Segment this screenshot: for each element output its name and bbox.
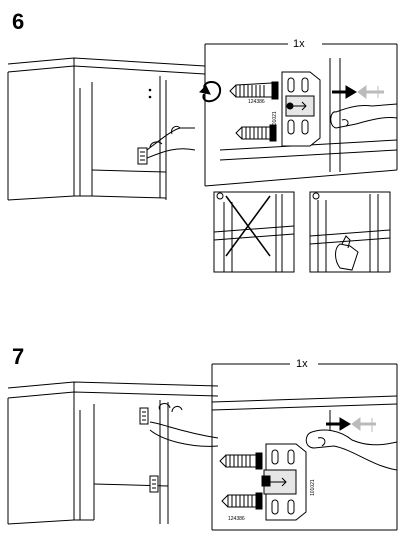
correct-placement-box bbox=[309, 191, 391, 273]
hand-pushing-icon bbox=[305, 429, 398, 471]
screw-icon bbox=[221, 492, 263, 510]
detail-box-step6 bbox=[204, 43, 398, 187]
cabinet-overview-step7 bbox=[7, 381, 219, 525]
cabinet-overview-step6 bbox=[7, 57, 206, 201]
hinge-plate-icon bbox=[281, 71, 321, 147]
screw-icon bbox=[219, 452, 263, 470]
hinge-small-icon bbox=[139, 407, 159, 493]
screw-icon bbox=[235, 124, 277, 142]
step-number: 7 bbox=[12, 344, 25, 369]
hand-pushing-icon bbox=[330, 103, 398, 129]
hinge-marker-icon bbox=[216, 192, 320, 200]
rotate-screwdriver-icon bbox=[198, 81, 222, 103]
direction-arrow-icon bbox=[326, 417, 376, 432]
hinge-code-label: 124386 bbox=[228, 516, 245, 522]
hinge-plate-icon bbox=[261, 443, 307, 521]
hinge-code-label: 101021 bbox=[272, 111, 278, 128]
detail-box-step7 bbox=[211, 363, 398, 531]
hinge-code-label: 101021 bbox=[310, 479, 316, 496]
wrong-placement-box bbox=[213, 191, 295, 273]
hinge-code-label: 124386 bbox=[248, 99, 265, 105]
screw-icon bbox=[229, 81, 279, 100]
step-number: 6 bbox=[12, 9, 25, 34]
hand-holding-hinge-icon bbox=[149, 403, 219, 447]
hand-holding-hinge-icon bbox=[137, 125, 196, 165]
quantity-label: 1x bbox=[290, 38, 308, 50]
quantity-label: 1x bbox=[293, 358, 311, 370]
direction-arrow-icon bbox=[332, 85, 384, 99]
